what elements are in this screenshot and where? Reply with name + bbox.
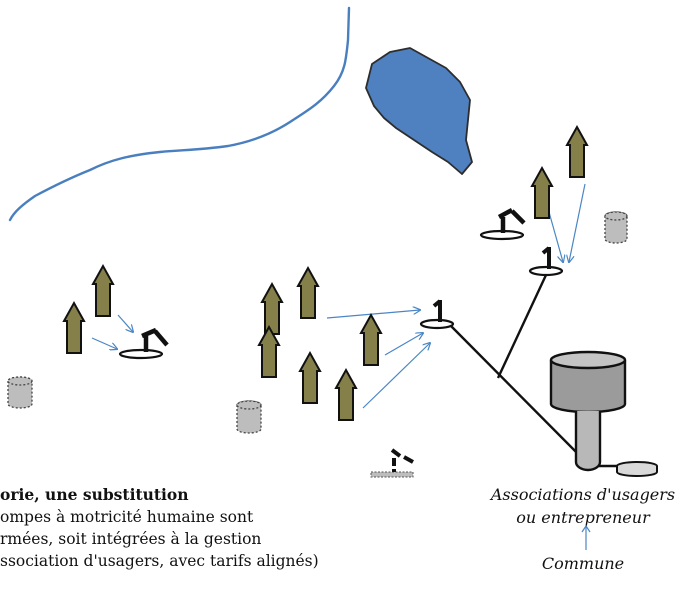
- distribution-network: [450, 274, 591, 467]
- hand-pump-icon: [479, 208, 526, 241]
- caption-title: orie, une substitution: [0, 485, 189, 504]
- house-icon: [296, 265, 320, 319]
- standpipe-icon: [419, 299, 455, 330]
- hand-pump-icon: [118, 327, 169, 360]
- house-icon: [530, 165, 554, 219]
- caption-line: rmées, soit intégrées à la gestion: [0, 530, 262, 548]
- cistern-icon: [7, 376, 33, 409]
- house-icon: [91, 263, 115, 317]
- water-tower-icon: [549, 350, 658, 477]
- caption: orie, une substitution ompes à motricité…: [0, 484, 420, 572]
- flow-arrows: [91, 183, 586, 409]
- lake: [365, 47, 473, 175]
- house-icon: [298, 350, 322, 404]
- up-arrow-icon: [581, 525, 591, 550]
- caption-line: ssociation d'usagers, avec tarifs aligné…: [0, 552, 319, 570]
- house-icon: [334, 367, 358, 421]
- river: [8, 6, 351, 222]
- operator-label-line2: ou entrepreneur: [516, 508, 650, 527]
- authority-label: Commune: [541, 554, 625, 573]
- house-icon: [359, 312, 383, 366]
- operator-label-line1: Associations d'usagers: [490, 485, 676, 504]
- house-icon: [62, 300, 86, 354]
- standpipe-icon: [528, 246, 564, 277]
- broken-pump-icon: [370, 448, 414, 478]
- caption-line: ompes à motricité humaine sont: [0, 508, 254, 526]
- house-icon: [565, 124, 589, 178]
- house-icon: [260, 281, 284, 335]
- house-icon: [257, 324, 281, 378]
